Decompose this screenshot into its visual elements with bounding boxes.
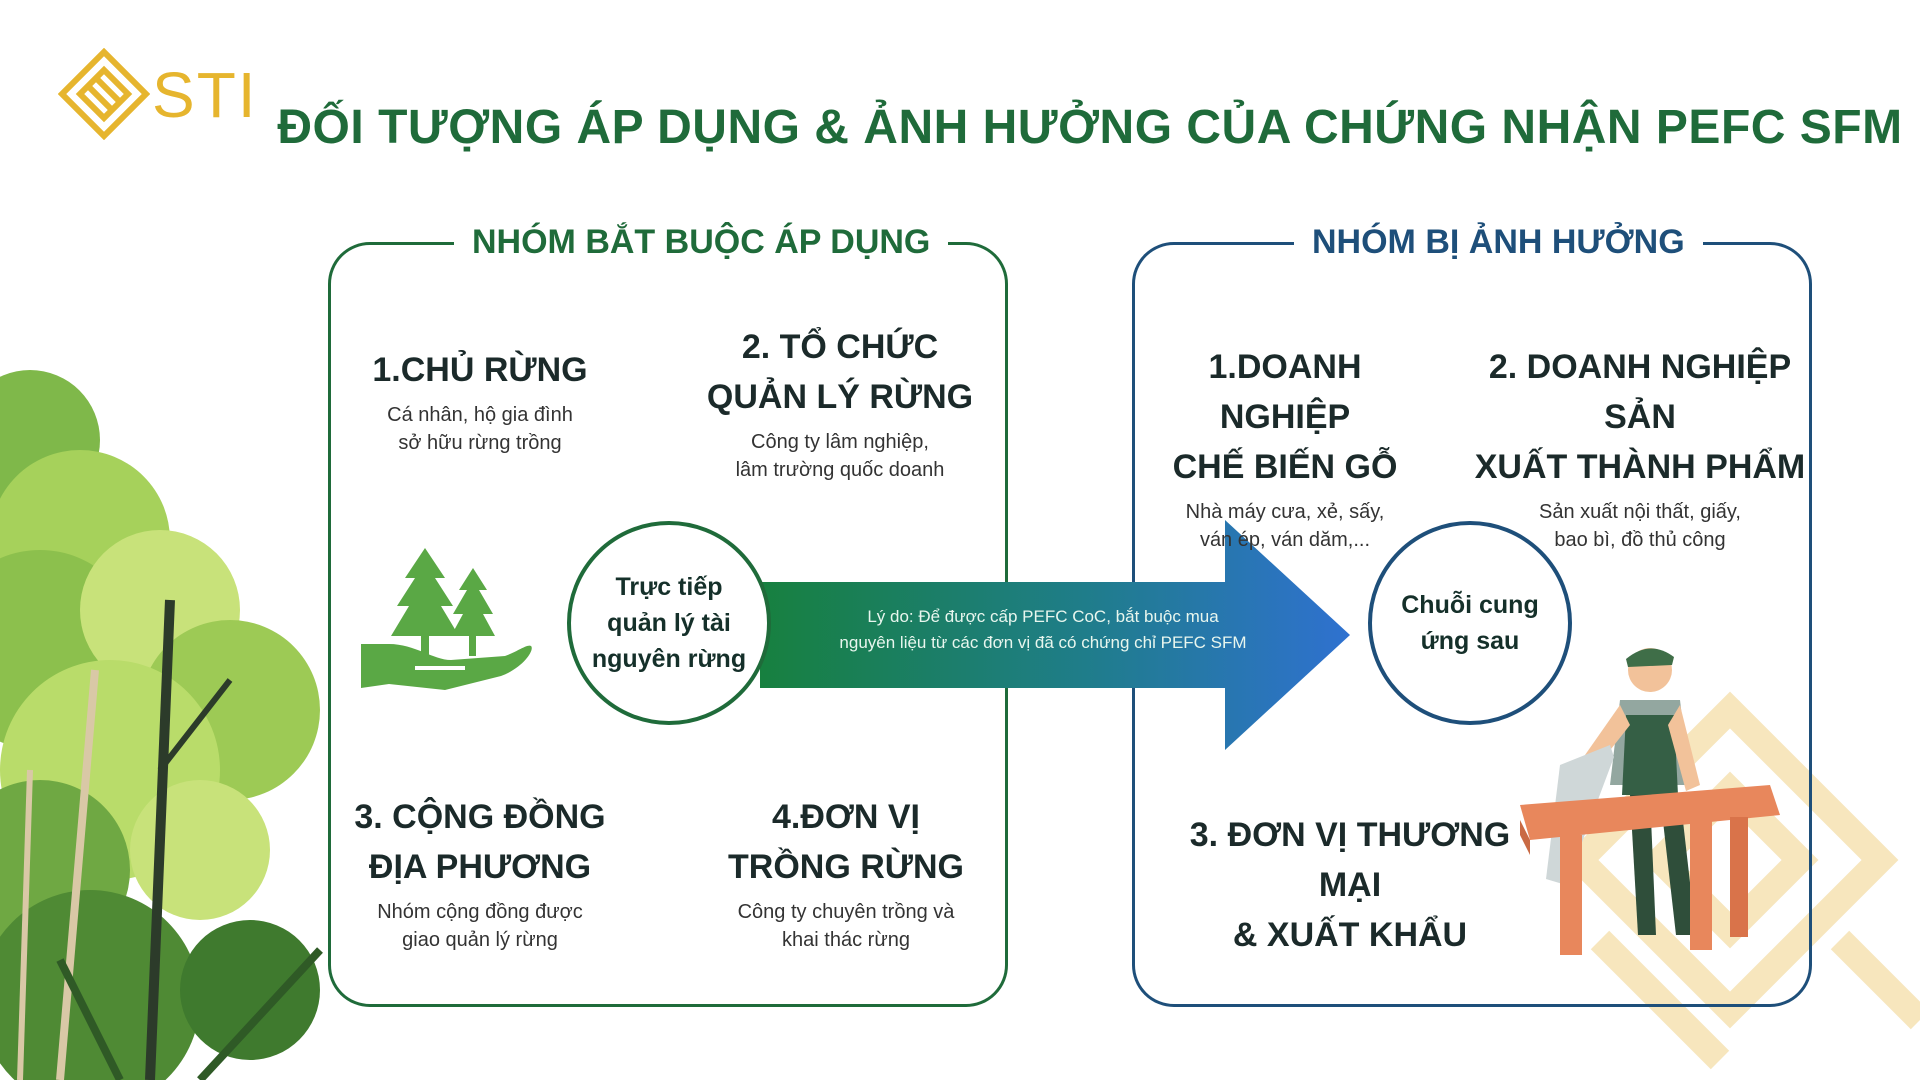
- circle-line: ứng sau: [1420, 627, 1520, 655]
- item-title-line: 4.ĐƠN VỊ: [771, 798, 921, 836]
- item-desc-line: Sản xuất nội thất, giấy,: [1539, 501, 1741, 523]
- arrow-reason-line: nguyên liệu từ các đơn vị đã có chứng ch…: [839, 633, 1247, 652]
- item-desc-line: Công ty lâm nghiệp,: [751, 431, 929, 453]
- left-item-1: 1.CHỦ RỪNG Cá nhân, hộ gia đình sở hữu r…: [350, 345, 610, 457]
- right-item-2: 2. DOANH NGHIỆP SẢN XUẤT THÀNH PHẨM Sản …: [1470, 342, 1810, 554]
- circle-line: Chuỗi cung: [1401, 591, 1539, 619]
- item-desc-line: ván ép, ván dăm,...: [1199, 529, 1371, 551]
- sti-logo-icon: [58, 48, 150, 140]
- item-title-line: 3. CỘNG ĐỒNG: [354, 798, 606, 836]
- item-desc: Sản xuất nội thất, giấy, bao bì, đồ thủ …: [1470, 498, 1810, 554]
- left-item-2: 2. TỔ CHỨC QUẢN LÝ RỪNG Công ty lâm nghi…: [700, 322, 980, 484]
- right-center-circle: Chuỗi cung ứng sau: [1368, 521, 1572, 725]
- item-desc: Công ty lâm nghiệp, lâm trường quốc doan…: [700, 428, 980, 484]
- item-title-line: QUẢN LÝ RỪNG: [706, 378, 974, 416]
- left-item-4: 4.ĐƠN VỊ TRỒNG RỪNG Công ty chuyên trồng…: [706, 792, 986, 954]
- item-title-line: 1.DOANH NGHIỆP: [1208, 348, 1362, 436]
- item-title-line: XUẤT THÀNH PHẨM: [1474, 448, 1806, 486]
- item-desc-line: lâm trường quốc doanh: [735, 459, 945, 481]
- item-title: 1.CHỦ RỪNG: [372, 351, 588, 389]
- item-desc-line: sở hữu rừng trồng: [398, 432, 562, 454]
- circle-line: Trực tiếp: [615, 573, 723, 601]
- right-group-label: NHÓM BỊ ẢNH HƯỞNG: [1294, 218, 1703, 266]
- item-title-line: 3. ĐƠN VỊ THƯƠNG MẠI: [1189, 816, 1511, 904]
- item-title-line: 2. DOANH NGHIỆP SẢN: [1488, 348, 1792, 436]
- item-desc: Nhà máy cưa, xẻ, sấy, ván ép, ván dăm,..…: [1150, 498, 1420, 554]
- item-title-line: CHẾ BIẾN GỖ: [1172, 448, 1398, 486]
- hand-trees-icon: [361, 548, 532, 690]
- arrow-reason-text: Lý do: Để được cấp PEFC CoC, bắt buộc mu…: [808, 604, 1278, 656]
- item-desc-line: giao quản lý rừng: [402, 929, 558, 951]
- item-desc-line: Nhà máy cưa, xẻ, sấy,: [1185, 501, 1385, 523]
- logo-text: STI: [152, 59, 258, 131]
- item-desc: Cá nhân, hộ gia đình sở hữu rừng trồng: [350, 401, 610, 457]
- left-item-3: 3. CỘNG ĐỒNG ĐỊA PHƯƠNG Nhóm cộng đồng đ…: [350, 792, 610, 954]
- flow-arrow: [760, 520, 1350, 750]
- circle-line: quản lý tài: [607, 609, 731, 637]
- item-desc-line: Cá nhân, hộ gia đình: [387, 404, 573, 426]
- item-title-line: 2. TỔ CHỨC: [741, 328, 939, 366]
- circle-line: nguyên rừng: [591, 645, 747, 673]
- item-desc-line: Công ty chuyên trồng và: [737, 901, 955, 923]
- arrow-reason-line: Lý do: Để được cấp PEFC CoC, bắt buộc mu…: [867, 607, 1219, 626]
- right-item-3: 3. ĐƠN VỊ THƯƠNG MẠI & XUẤT KHẨU: [1170, 810, 1530, 960]
- item-desc: Nhóm cộng đồng được giao quản lý rừng: [350, 898, 610, 954]
- item-title-line: TRỒNG RỪNG: [728, 848, 964, 886]
- item-desc-line: bao bì, đồ thủ công: [1554, 529, 1726, 551]
- item-desc-line: khai thác rừng: [782, 929, 910, 951]
- trees-illustration: [0, 370, 323, 1080]
- item-desc-line: Nhóm cộng đồng được: [377, 901, 583, 923]
- carpenter-illustration: [1520, 648, 1780, 955]
- left-group-label: NHÓM BẮT BUỘC ÁP DỤNG: [454, 218, 949, 266]
- item-title-line: & XUẤT KHẨU: [1232, 916, 1468, 954]
- page-title: ĐỐI TƯỢNG ÁP DỤNG & ẢNH HƯỞNG CỦA CHỨNG …: [277, 101, 1903, 154]
- left-center-circle: Trực tiếp quản lý tài nguyên rừng: [567, 521, 771, 725]
- item-title-line: ĐỊA PHƯƠNG: [368, 848, 592, 886]
- right-item-1: 1.DOANH NGHIỆP CHẾ BIẾN GỖ Nhà máy cưa, …: [1150, 342, 1420, 554]
- item-desc: Công ty chuyên trồng và khai thác rừng: [706, 898, 986, 954]
